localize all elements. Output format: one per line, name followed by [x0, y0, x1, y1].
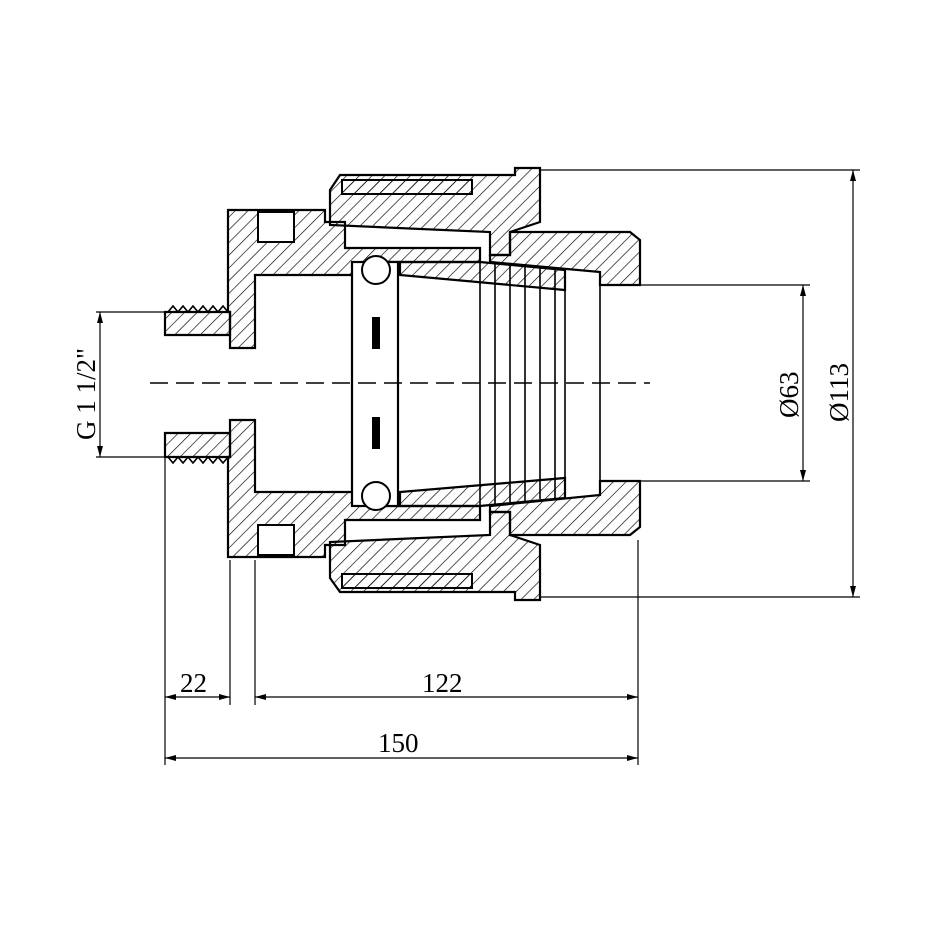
slot-mark-bottom [372, 417, 380, 449]
dimension-lines [96, 169, 860, 765]
pocket-bottom [257, 524, 295, 556]
slot-mark-top [372, 317, 380, 349]
ball-bottom [361, 481, 391, 511]
thread-size-label: G 1 1/2" [71, 348, 101, 440]
pocket-top [257, 211, 295, 243]
thread-teeth-bottom [167, 455, 229, 465]
diameter-113-label: Ø113 [824, 363, 854, 422]
nut-slot-bottom [341, 573, 473, 589]
fitting-body [163, 166, 642, 602]
threaded-spigot-bottom [163, 431, 232, 459]
split-ring [350, 260, 400, 508]
length-122-label: 122 [422, 668, 463, 698]
grip-teeth [479, 262, 601, 506]
length-150-label: 150 [378, 728, 419, 758]
threaded-spigot-top [163, 310, 232, 337]
length-22-label: 22 [180, 668, 207, 698]
nut-slot-top [341, 179, 473, 195]
compression-body-bottom [488, 479, 642, 537]
internal-details [257, 179, 601, 589]
compression-body-top [488, 230, 642, 287]
thread-teeth-top [167, 304, 229, 314]
diameter-63-label: Ø63 [774, 372, 804, 419]
ball-top [361, 255, 391, 285]
